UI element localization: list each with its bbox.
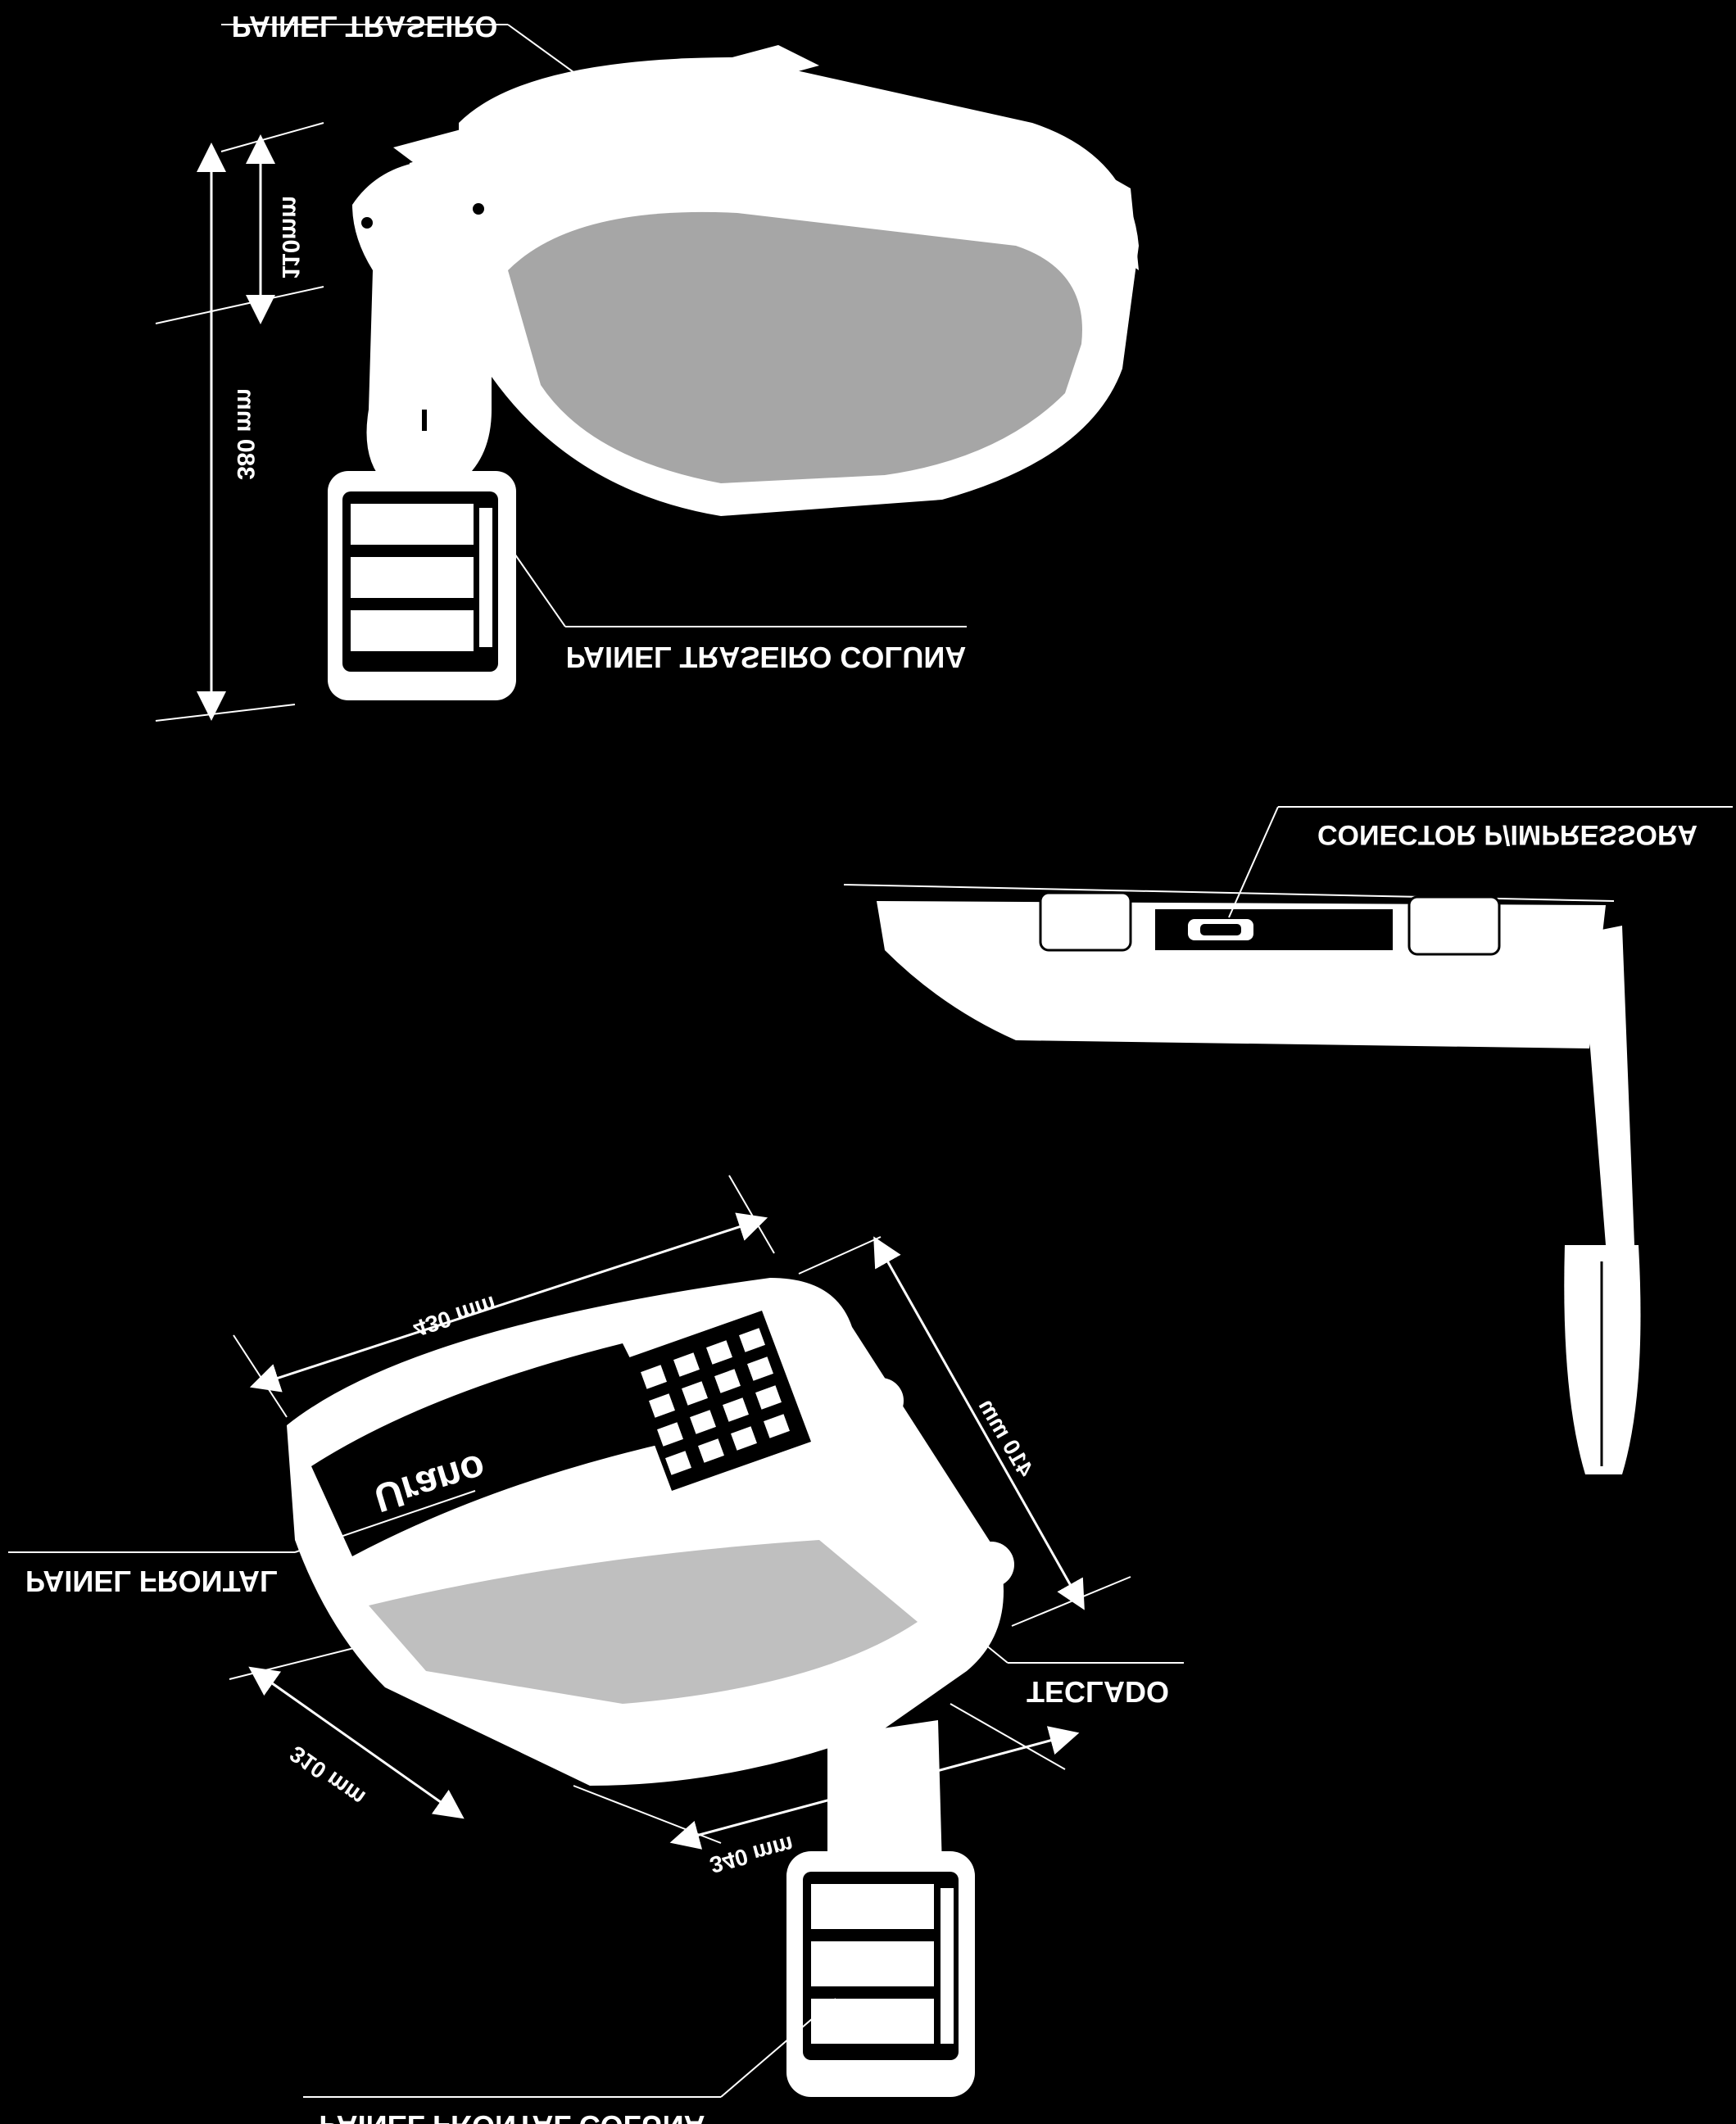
- rear-view-scale: 110mm 380 mm PAINEL TRASEIRO PAINEL TRAS…: [155, 10, 1139, 722]
- dim-width-top: 430 mm: [410, 1291, 500, 1342]
- label-rear-column-panel: PAINEL TRASEIRO COLUNA: [566, 641, 967, 674]
- side-view-scale: CONECTOR P/IMPRESSORA: [843, 806, 1733, 1474]
- dim-width-bottom-left: 310 mm: [285, 1741, 369, 1810]
- dim-rear-height-tall: 380 mm: [232, 388, 259, 480]
- label-front-panel: PAINEL FRONTAL: [25, 1565, 278, 1598]
- label-printer-connector: CONECTOR P/IMPRESSORA: [1317, 819, 1697, 850]
- label-front-column-panel: PAINEL FRONTAL COLUNA: [319, 2109, 705, 2124]
- label-rear-panel: PAINEL TRASEIRO: [232, 10, 498, 43]
- label-keyboard: TECLADO: [1027, 1675, 1169, 1709]
- dim-depth-right: 410 mm: [974, 1394, 1039, 1481]
- dim-width-bottom-mid: 340 mm: [707, 1832, 796, 1878]
- dim-rear-height-small: 110mm: [277, 196, 304, 279]
- front-view-scale: Urano: [8, 1175, 1184, 2124]
